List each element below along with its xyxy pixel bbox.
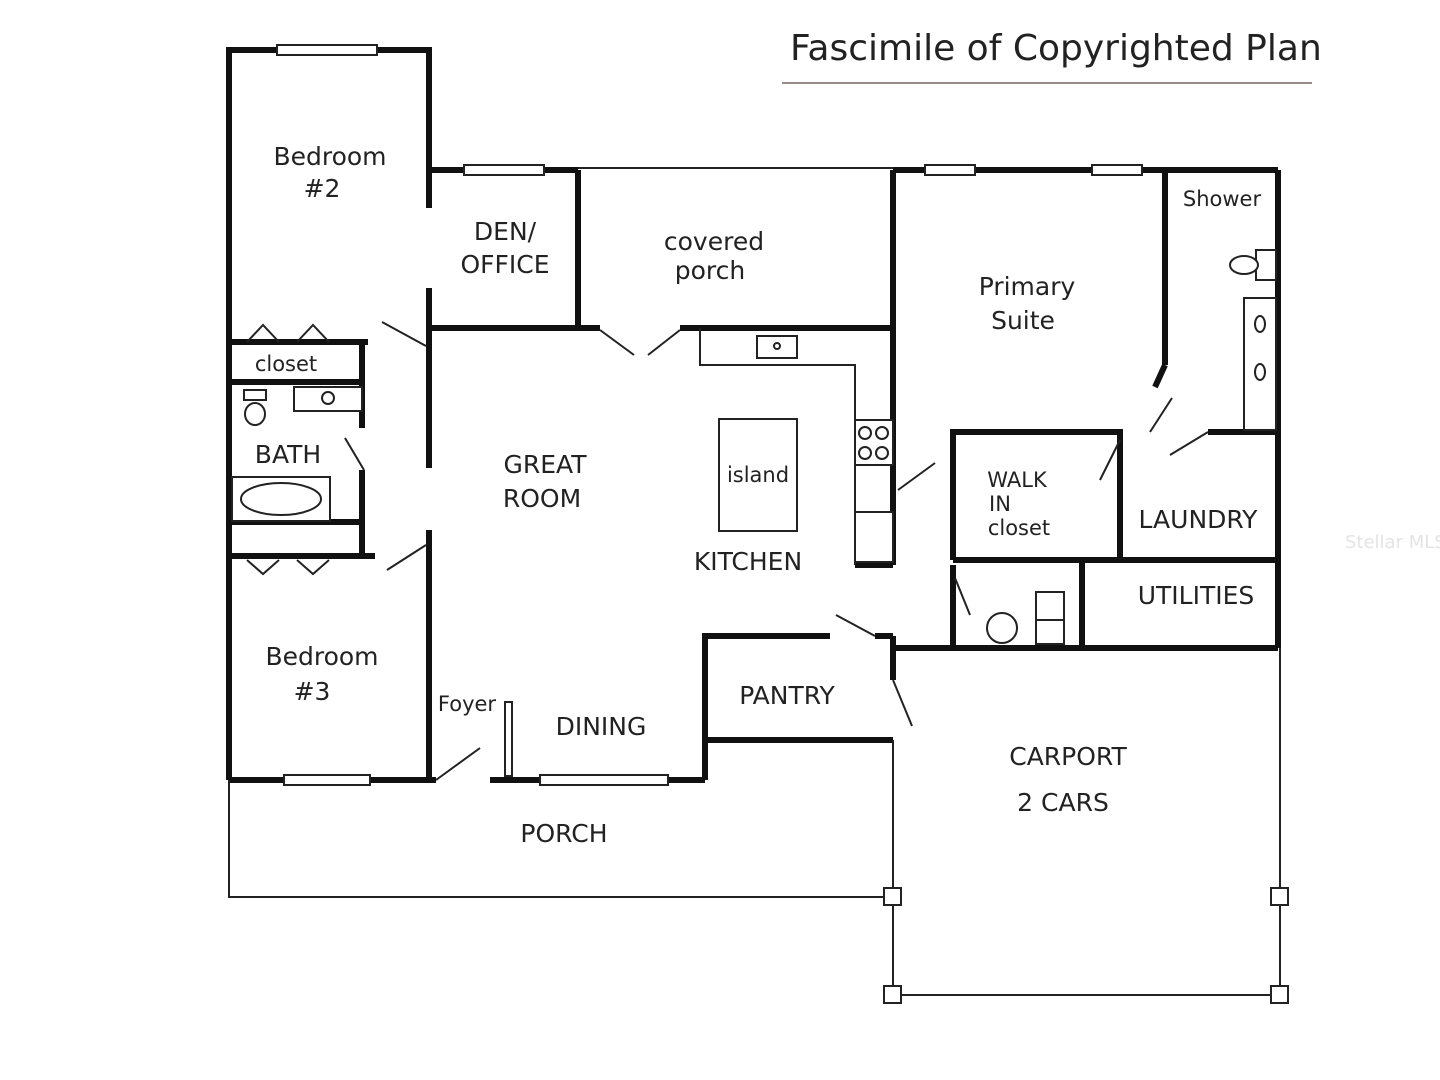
label-primary-b: Suite <box>991 306 1055 335</box>
bath-sink <box>293 386 363 412</box>
post <box>883 887 902 906</box>
post <box>883 985 902 1004</box>
windows <box>276 44 1143 786</box>
label-covered-porch-a: covered <box>664 227 764 256</box>
doors <box>246 321 1209 781</box>
label-bedroom2-a: Bedroom <box>273 142 386 171</box>
label-den-b: OFFICE <box>460 250 549 279</box>
label-primary-a: Primary <box>979 272 1076 301</box>
label-walkin-a: WALK <box>987 468 1048 492</box>
label-bath: BATH <box>255 440 321 469</box>
water-heater <box>986 612 1018 644</box>
label-walkin-b: IN <box>989 492 1011 516</box>
label-shower: Shower <box>1183 187 1262 211</box>
label-dining: DINING <box>556 712 647 741</box>
toilet <box>244 402 266 426</box>
label-foyer: Foyer <box>438 692 497 716</box>
bathtub <box>231 476 331 522</box>
fridge <box>854 511 894 563</box>
post <box>1270 985 1289 1004</box>
label-bedroom3-b: #3 <box>294 677 331 706</box>
post <box>1270 887 1289 906</box>
label-utilities: UTILITIES <box>1138 581 1255 610</box>
label-den-a: DEN/ <box>474 217 537 246</box>
island <box>718 418 798 532</box>
room-labels: Bedroom #2 DEN/ OFFICE covered porch Pri… <box>255 142 1262 848</box>
primary-toilet <box>1229 255 1259 275</box>
label-island: island <box>727 463 789 487</box>
ac-unit <box>1035 591 1065 645</box>
label-great-room-b: ROOM <box>503 484 581 513</box>
label-bedroom3-a: Bedroom <box>265 642 378 671</box>
fixtures <box>231 249 1277 645</box>
label-walkin-c: closet <box>988 516 1050 540</box>
label-bedroom2-b: #2 <box>304 174 341 203</box>
label-carport-b: 2 CARS <box>1017 788 1109 817</box>
watermark: Stellar MLS <box>1345 532 1440 553</box>
label-closet: closet <box>255 352 317 376</box>
label-laundry: LAUNDRY <box>1139 505 1259 534</box>
kitchen-sink <box>756 335 798 359</box>
label-kitchen: KITCHEN <box>694 547 802 576</box>
exterior-outlines <box>228 648 1289 1004</box>
plan-title: Fascimile of Copyrighted Plan <box>790 28 1322 69</box>
label-porch: PORCH <box>520 819 607 848</box>
label-great-room-a: GREAT <box>504 450 588 479</box>
label-pantry: PANTRY <box>739 681 835 710</box>
label-covered-porch-b: porch <box>675 256 745 285</box>
label-carport-a: CARPORT <box>1009 742 1127 771</box>
